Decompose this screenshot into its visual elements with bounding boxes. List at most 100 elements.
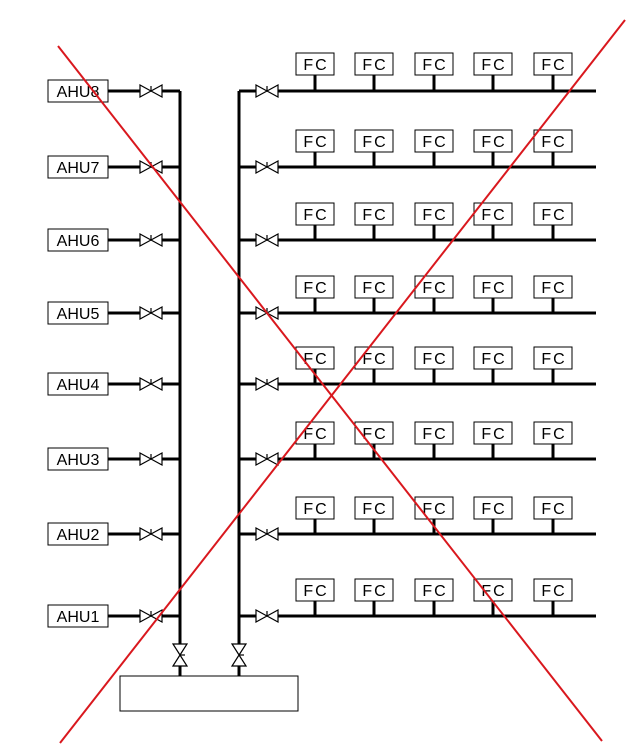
fan-coil-unit: FC <box>473 496 513 534</box>
supply-riser-valve <box>171 643 189 667</box>
fan-coil-unit: FC <box>354 421 394 459</box>
fc-box <box>533 346 573 370</box>
ahu-valve <box>139 83 163 99</box>
fc-box <box>414 52 454 76</box>
valves-layer <box>139 83 279 667</box>
fc-box <box>295 202 335 226</box>
fc-box <box>354 52 394 76</box>
fan-coil-unit: FC <box>473 129 513 167</box>
floor-valve <box>255 232 279 248</box>
fc-box <box>473 346 513 370</box>
fc-box <box>533 202 573 226</box>
fc-box <box>473 129 513 153</box>
storage-tank <box>119 675 299 712</box>
ahu-unit: AHU5 <box>47 301 109 325</box>
fan-coil-unit: FC <box>354 129 394 167</box>
ahu-valve <box>139 159 163 175</box>
fan-coil-unit: FC <box>414 496 454 534</box>
fan-coil-unit: FC <box>533 496 573 534</box>
fan-coil-unit: FC <box>473 202 513 240</box>
ahu-box <box>47 522 109 546</box>
fc-box <box>533 421 573 445</box>
floor-valve <box>255 526 279 542</box>
crossed-out-mark <box>57 19 626 744</box>
fc-label: FC <box>303 351 328 368</box>
fc-label: FC <box>362 207 387 224</box>
fc-box <box>354 275 394 299</box>
ahu-unit: AHU8 <box>47 79 109 103</box>
fc-label: FC <box>362 351 387 368</box>
fc-label: FC <box>362 134 387 151</box>
fan-coil-unit: FC <box>295 275 335 313</box>
fc-label: FC <box>362 501 387 518</box>
ahu-box <box>47 79 109 103</box>
fc-box <box>414 202 454 226</box>
fc-label: FC <box>541 280 566 297</box>
ahu-box <box>47 372 109 396</box>
fc-label: FC <box>422 207 447 224</box>
fan-coil-unit: FC <box>295 496 335 534</box>
fan-coil-unit: FC <box>414 578 454 616</box>
floor-valve <box>255 608 279 624</box>
ahu-box <box>47 604 109 628</box>
fan-coil-unit: FC <box>473 421 513 459</box>
fan-coil-unit: FC <box>414 346 454 384</box>
fan-coil-unit: FC <box>533 578 573 616</box>
fan-coil-unit: FC <box>473 52 513 91</box>
fc-label: FC <box>481 57 506 74</box>
fc-label: FC <box>481 426 506 443</box>
fan-coil-unit: FC <box>295 129 335 167</box>
fan-coil-unit: FC <box>414 421 454 459</box>
fc-label: FC <box>303 501 328 518</box>
ahu-unit: AHU1 <box>47 604 109 628</box>
fc-label: FC <box>303 280 328 297</box>
fan-coil-unit: FC <box>295 202 335 240</box>
fc-box <box>533 52 573 76</box>
fc-box <box>414 346 454 370</box>
fc-label: FC <box>422 134 447 151</box>
ahu-box <box>47 228 109 252</box>
ahu-valve <box>139 376 163 392</box>
fc-box <box>473 496 513 520</box>
fc-label: FC <box>422 57 447 74</box>
fc-box <box>533 275 573 299</box>
cross-line-1 <box>57 45 603 742</box>
tank-layer <box>119 675 299 712</box>
ahu-valve <box>139 305 163 321</box>
fc-label: FC <box>541 351 566 368</box>
ahu-box <box>47 447 109 471</box>
fc-label: FC <box>541 134 566 151</box>
ahu-unit: AHU3 <box>47 447 109 471</box>
cross-line-2 <box>59 19 626 744</box>
fc-label: FC <box>541 207 566 224</box>
fc-label: FC <box>481 351 506 368</box>
fan-coil-unit: FC <box>354 202 394 240</box>
fan-coil-unit: FC <box>354 52 394 91</box>
fc-label: FC <box>303 134 328 151</box>
fc-label: FC <box>303 583 328 600</box>
fc-box <box>414 578 454 602</box>
fc-box <box>295 129 335 153</box>
fc-label: FC <box>541 583 566 600</box>
fc-box <box>414 129 454 153</box>
fan-coil-unit: FC <box>295 578 335 616</box>
fc-label: FC <box>541 501 566 518</box>
fc-box <box>414 275 454 299</box>
fan-coil-unit: FC <box>414 275 454 313</box>
fc-label: FC <box>303 426 328 443</box>
fan-coil-unit: FC <box>533 52 573 91</box>
return-riser-valve <box>230 643 248 667</box>
fan-coil-unit: FC <box>295 52 335 91</box>
ahu-label: AHU8 <box>57 84 100 101</box>
fc-label: FC <box>362 57 387 74</box>
fc-box <box>473 421 513 445</box>
fan-coil-unit: FC <box>295 421 335 459</box>
fc-label: FC <box>481 501 506 518</box>
fc-box <box>295 52 335 76</box>
ahu-label: AHU3 <box>57 452 100 469</box>
fc-label: FC <box>422 583 447 600</box>
fan-coil-unit: FC <box>414 52 454 91</box>
ahu-label: AHU7 <box>57 160 100 177</box>
